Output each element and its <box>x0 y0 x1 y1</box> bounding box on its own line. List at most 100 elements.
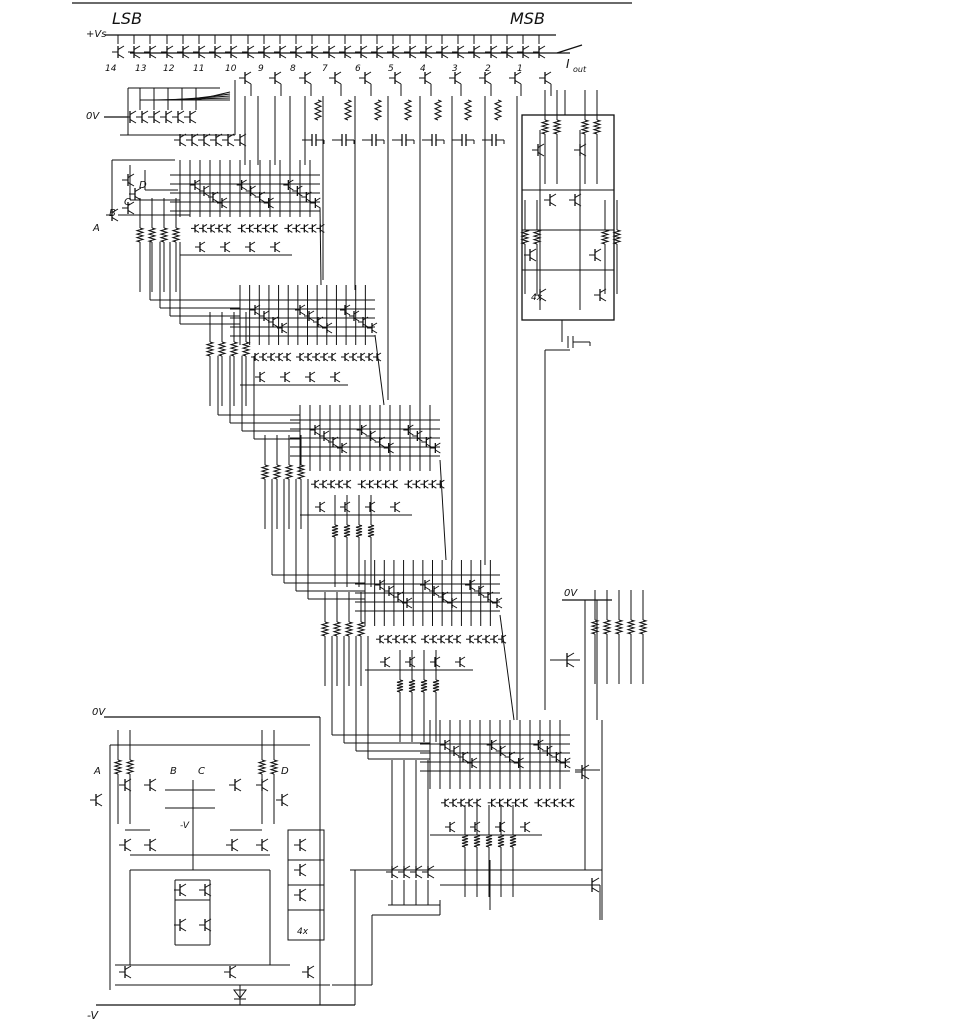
switch-transistor <box>225 45 238 59</box>
ladder-resistor <box>332 621 342 637</box>
stage-transistor <box>267 352 276 362</box>
ll-transistor <box>294 838 307 852</box>
bit-label-12: 12 <box>163 64 175 74</box>
stage-transistor <box>341 352 350 362</box>
ll-transistor <box>174 918 187 932</box>
bit-capacitor <box>422 134 445 146</box>
ladder-resistor <box>272 464 282 480</box>
ladder-resistor <box>257 759 267 775</box>
switch-transistor <box>339 45 352 59</box>
bit-label-5: 5 <box>388 64 394 74</box>
ladder-resistor <box>229 341 239 357</box>
ladder-resistor <box>614 619 624 635</box>
stage-transistor <box>403 424 414 436</box>
ladder-resistor <box>135 227 145 243</box>
mesh-transistor <box>172 110 185 124</box>
stage-output-transistor <box>280 371 291 383</box>
decoder-stages <box>170 160 575 836</box>
stage-transistor <box>513 757 524 769</box>
stage-output-transistor <box>330 371 341 383</box>
stage-transistor <box>566 798 575 808</box>
bit-resistor <box>373 99 383 121</box>
stage-output-transistor <box>255 371 266 383</box>
stage-transistor <box>492 597 503 609</box>
switch-transistor <box>517 45 530 59</box>
stage-transistor <box>437 634 446 644</box>
bit-resistor <box>493 99 503 121</box>
bit-label-6: 6 <box>355 64 361 74</box>
ll-d-label: D <box>281 766 289 777</box>
switch-transistor <box>485 45 498 59</box>
stage-transistor <box>412 479 421 489</box>
stage-transistor <box>236 179 247 191</box>
stage-transistor <box>474 634 483 644</box>
right-ov-label: 0V <box>564 588 578 599</box>
bit-label-1: 1 <box>517 64 523 74</box>
switch-transistor-row2 <box>269 71 282 85</box>
switch-transistor-row2 <box>329 71 342 85</box>
stage-transistor <box>392 634 401 644</box>
stage-transistor <box>259 352 268 362</box>
ladder-resistor <box>260 464 270 480</box>
ladder-resistor <box>343 524 351 538</box>
analog-transistor <box>589 248 602 262</box>
ladder-resistor <box>367 524 375 538</box>
ladder-resistor <box>113 759 123 775</box>
analog-transistor <box>594 288 607 302</box>
switch-transistor <box>436 45 449 59</box>
bit-capacitor <box>302 134 325 146</box>
bit-label-7: 7 <box>322 64 328 74</box>
bit-label-9: 9 <box>258 64 264 74</box>
ll-transistor <box>199 883 212 897</box>
switch-transistor <box>323 45 336 59</box>
ll-transistor <box>256 838 269 852</box>
ladder-resistor <box>396 679 404 693</box>
bottom-array-transistor <box>410 865 423 879</box>
stage-transistor <box>283 352 292 362</box>
analog-transistor <box>534 288 547 302</box>
stage-transistor <box>349 352 358 362</box>
switch-transistor-row2 <box>389 71 402 85</box>
ll-a-label: A <box>93 766 101 777</box>
bit-label-3: 3 <box>452 64 458 74</box>
stage-transistor <box>310 424 321 436</box>
ladder-resistor <box>552 119 562 135</box>
switch-transistor-row2 <box>539 71 552 85</box>
stage-transistor <box>191 223 200 233</box>
switch-transistor <box>128 45 141 59</box>
bit-capacitor <box>452 134 475 146</box>
top-current-switches <box>112 35 552 147</box>
bit-resistor <box>463 99 473 121</box>
input-transistor <box>122 173 135 187</box>
stage-transistor <box>328 436 339 448</box>
stage-transistor <box>495 798 504 808</box>
ladder-resistor <box>580 119 590 135</box>
stage-transistor <box>319 430 330 442</box>
stage-transistor <box>217 197 228 209</box>
stage-transistor <box>560 757 571 769</box>
stage-transistor <box>393 591 404 603</box>
stage-output-transistor <box>470 821 481 833</box>
stage-transistor <box>421 436 432 448</box>
stage-transistor <box>327 479 336 489</box>
stage-transistor <box>438 591 449 603</box>
stage-transistor <box>542 745 553 757</box>
stage-transistor <box>223 223 232 233</box>
bit-capacitor <box>482 134 505 146</box>
mesh-transistor <box>186 133 199 147</box>
stage-transistor <box>519 798 528 808</box>
ov-label-top: 0V <box>86 111 100 122</box>
stage-transistor <box>389 479 398 489</box>
stage-transistor <box>340 304 351 316</box>
stage-transistor <box>365 430 376 442</box>
stage-transistor <box>534 798 543 808</box>
stage-transistor <box>412 430 423 442</box>
stage-transistor <box>304 352 313 362</box>
stage-transistor <box>404 479 413 489</box>
stage-transistor <box>449 798 458 808</box>
input-transistor <box>129 187 142 201</box>
bit-capacitor <box>362 134 385 146</box>
input-a-label: A <box>92 223 100 234</box>
bit-label-13: 13 <box>135 64 147 74</box>
